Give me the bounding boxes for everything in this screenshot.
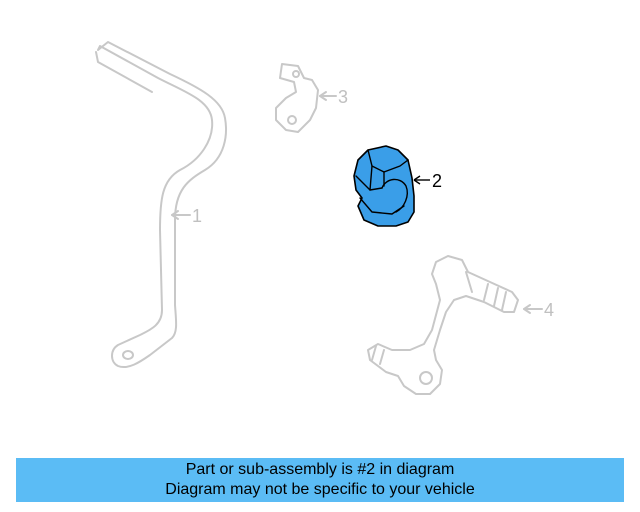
part-1-stabilizer-bar xyxy=(95,41,227,368)
part-2-bushing xyxy=(353,145,415,227)
callout-1: 1 xyxy=(171,206,202,226)
callout-2-label: 2 xyxy=(432,171,442,191)
callout-4-label: 4 xyxy=(544,300,554,320)
part-4-stabilizer-link xyxy=(367,255,519,395)
part-3-bracket xyxy=(275,63,319,133)
banner-line-part-number: Part or sub-assembly is #2 in diagram xyxy=(185,461,455,478)
callout-3: 3 xyxy=(319,87,348,107)
info-banner: Part or sub-assembly is #2 in diagram Di… xyxy=(16,458,624,502)
callout-3-label: 3 xyxy=(338,87,348,107)
callout-1-label: 1 xyxy=(192,206,202,226)
callout-2: 2 xyxy=(413,171,442,191)
callout-4: 4 xyxy=(523,300,554,320)
banner-line-disclaimer: Diagram may not be specific to your vehi… xyxy=(165,481,475,498)
